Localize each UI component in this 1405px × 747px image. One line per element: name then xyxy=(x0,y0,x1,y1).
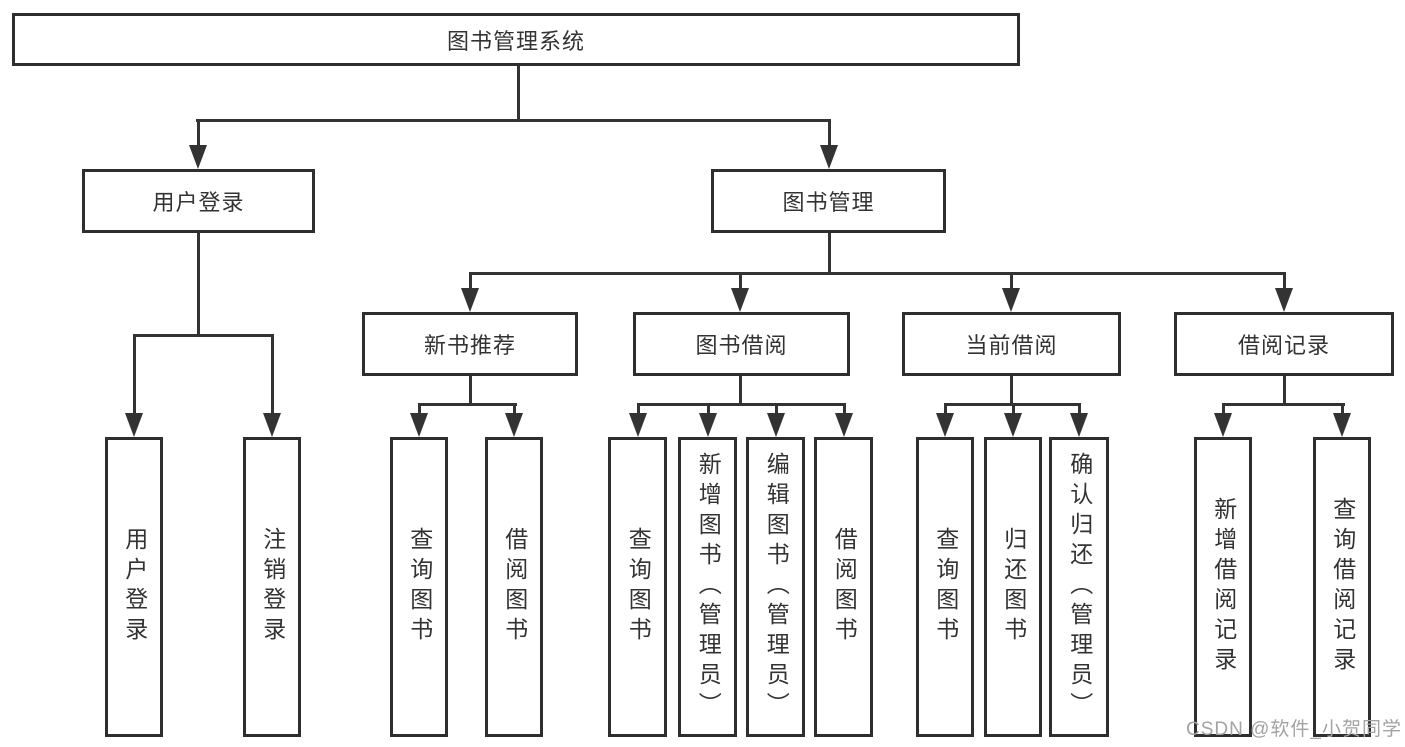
watermark: CSDN @软件_小贺同学 xyxy=(1186,719,1402,740)
connector-hline xyxy=(133,334,274,337)
node-new-book-recommend: 新书推荐 xyxy=(362,312,578,376)
leaf-query-books-current: 查询图书 xyxy=(916,437,974,737)
connector-arrowhead xyxy=(767,413,785,437)
connector-vline xyxy=(197,119,200,151)
connector-vline xyxy=(133,334,136,419)
leaf-logout: 注销登录 xyxy=(243,437,301,737)
connector-vline xyxy=(1283,272,1286,294)
connector-arrowhead xyxy=(1002,288,1020,312)
node-label: 借阅记录 xyxy=(1237,333,1330,358)
connector-arrowhead xyxy=(629,413,647,437)
node-label: 归还图书 xyxy=(1000,527,1027,647)
leaf-query-books-borrowing: 查询图书 xyxy=(608,437,667,737)
connector-arrowhead xyxy=(835,413,853,437)
node-label: 注销登录 xyxy=(259,527,286,647)
connector-vline xyxy=(1341,403,1344,417)
connector-arrowhead xyxy=(1070,413,1088,437)
node-library-system: 图书管理系统 xyxy=(12,13,1020,66)
node-label: 查询借阅记录 xyxy=(1329,497,1356,677)
connector-hline xyxy=(469,272,1286,275)
connector-vline xyxy=(517,64,520,122)
connector-hline xyxy=(637,403,846,406)
connector-vline xyxy=(775,403,778,417)
connector-vline xyxy=(418,403,421,417)
leaf-confirm-return-admin: 确认归还（管理员） xyxy=(1049,437,1109,737)
node-label: 查询图书 xyxy=(625,527,652,647)
connector-vline xyxy=(513,403,516,417)
connector-vline xyxy=(828,119,831,151)
connector-vline xyxy=(1012,403,1015,417)
connector-arrowhead xyxy=(505,413,523,437)
leaf-add-borrow-record: 新增借阅记录 xyxy=(1194,437,1252,737)
node-label: 新增图书（管理员） xyxy=(695,452,722,722)
node-label: 确认归还（管理员） xyxy=(1066,452,1093,722)
node-label: 查询图书 xyxy=(406,527,433,647)
leaf-add-book-admin: 新增图书（管理员） xyxy=(678,437,737,737)
connector-arrowhead xyxy=(1214,413,1232,437)
connector-arrowhead xyxy=(1275,288,1293,312)
node-borrow-records: 借阅记录 xyxy=(1174,312,1394,376)
connector-hline xyxy=(196,119,831,122)
connector-arrowhead xyxy=(1333,413,1351,437)
connector-arrowhead xyxy=(263,413,281,437)
leaf-borrow-books-recommend: 借阅图书 xyxy=(485,437,543,737)
node-label: 借阅图书 xyxy=(831,527,858,647)
node-book-borrowing: 图书借阅 xyxy=(633,312,850,376)
connector-arrowhead xyxy=(731,288,749,312)
node-label: 用户登录 xyxy=(152,190,245,215)
node-label: 用户登录 xyxy=(121,527,148,647)
node-label: 图书管理 xyxy=(782,190,875,215)
connector-vline xyxy=(707,403,710,417)
node-current-borrowing: 当前借阅 xyxy=(902,312,1121,376)
connector-arrowhead xyxy=(699,413,717,437)
connector-vline xyxy=(637,403,640,417)
node-book-management: 图书管理 xyxy=(711,169,946,233)
leaf-return-books: 归还图书 xyxy=(984,437,1042,737)
node-label: 图书管理系统 xyxy=(446,28,585,54)
node-label: 借阅图书 xyxy=(501,527,528,647)
connector-vline xyxy=(1010,376,1013,406)
leaf-user-login: 用户登录 xyxy=(105,437,163,737)
node-label: 编辑图书（管理员） xyxy=(763,452,790,722)
leaf-query-books-recommend: 查询图书 xyxy=(390,437,448,737)
connector-arrowhead xyxy=(461,288,479,312)
connector-arrowhead xyxy=(189,145,207,169)
connector-vline xyxy=(1283,376,1286,406)
node-label: 图书借阅 xyxy=(695,333,788,358)
node-user-login: 用户登录 xyxy=(82,169,315,233)
connector-vline xyxy=(1010,272,1013,294)
leaf-borrow-books-borrowing: 借阅图书 xyxy=(814,437,873,737)
node-label: 查询图书 xyxy=(932,527,959,647)
node-label: 当前借阅 xyxy=(965,333,1058,358)
connector-vline xyxy=(944,403,947,417)
connector-vline xyxy=(828,233,831,275)
leaf-edit-book-admin: 编辑图书（管理员） xyxy=(746,437,805,737)
connector-vline xyxy=(1222,403,1225,417)
connector-arrowhead xyxy=(125,413,143,437)
connector-arrowhead xyxy=(936,413,954,437)
node-label: 新增借阅记录 xyxy=(1210,497,1237,677)
leaf-query-borrow-record: 查询借阅记录 xyxy=(1313,437,1371,737)
connector-vline xyxy=(1078,403,1081,417)
connector-vline xyxy=(843,403,846,417)
connector-arrowhead xyxy=(820,145,838,169)
connector-vline xyxy=(469,376,472,406)
connector-hline xyxy=(1222,403,1345,406)
connector-hline xyxy=(418,403,517,406)
connector-vline xyxy=(271,334,274,419)
connector-vline xyxy=(739,272,742,294)
connector-vline xyxy=(739,376,742,406)
connector-arrowhead xyxy=(410,413,428,437)
connector-vline xyxy=(197,233,200,337)
node-label: 新书推荐 xyxy=(423,333,516,358)
connector-vline xyxy=(469,272,472,294)
connector-arrowhead xyxy=(1004,413,1022,437)
